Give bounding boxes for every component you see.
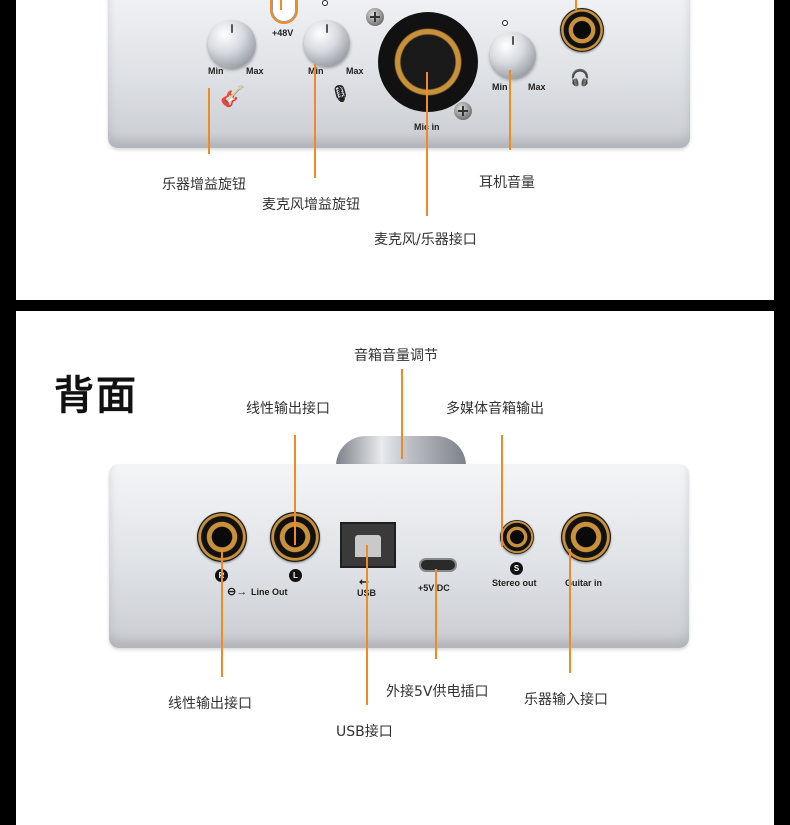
phantom-pointer (280, 0, 282, 10)
mic-gain-pointer (314, 64, 316, 178)
stereo-badge: S (510, 562, 523, 575)
line-out-label: Line Out (251, 587, 288, 597)
line-out-bottom-caption: 线性输出接口 (168, 696, 252, 712)
mic-gain-caption: 麦克风增益旋钮 (262, 197, 360, 213)
headphone-volume-pointer (509, 70, 511, 150)
left-channel-badge: L (289, 569, 302, 582)
multimedia-out-pointer (501, 435, 503, 547)
line-out-top-pointer (294, 435, 296, 545)
mic-gain-indicator-led (322, 0, 328, 6)
mic-instrument-combo-jack[interactable] (378, 12, 478, 112)
mic-gain-knob[interactable] (304, 20, 350, 66)
back-panel-section: 背面 音箱音量调节 线性输出接口 多媒体音箱输出 R L ⊖→ Line Out… (16, 311, 774, 825)
phantom-power-label: +48V (272, 28, 294, 38)
speaker-volume-caption: 音箱音量调节 (354, 348, 438, 364)
instrument-input-caption: 乐器输入接口 (524, 692, 608, 708)
guitar-icon: 🎸 (220, 86, 245, 108)
instrument-knob-min-label: Min (208, 66, 224, 76)
device-back-view: R L ⊖→ Line Out ⭠ USB +5V DC S Stereo ou… (109, 464, 689, 648)
back-section-title: 背面 (54, 373, 138, 419)
usb-port-caption: USB接口 (336, 724, 393, 740)
dc-power-port[interactable] (419, 558, 457, 572)
dc-power-pointer (435, 569, 437, 659)
stereo-out-jack[interactable] (500, 520, 534, 554)
dc-power-caption: 外接5V供电插口 (386, 684, 489, 700)
mic-knob-max-label: Max (346, 66, 364, 76)
microphone-icon: 🎙 (330, 86, 351, 103)
device-front-view: Min Max 🎸 +48V Min Max 🎙 Mic in Min Max … (108, 0, 690, 148)
combo-jack-pointer (426, 72, 428, 216)
line-out-top-caption: 线性输出接口 (246, 401, 330, 417)
headphone-knob-min-label: Min (492, 82, 508, 92)
stereo-out-label: Stereo out (492, 578, 537, 588)
instrument-knob-max-label: Max (246, 66, 264, 76)
phantom-power-highlight (270, 0, 298, 24)
instrument-gain-knob[interactable] (208, 20, 256, 68)
headphone-indicator-led (502, 20, 508, 26)
headphone-icon: 🎧 (570, 70, 590, 87)
headphone-volume-caption: 耳机音量 (479, 175, 535, 191)
bottom-screw-icon (454, 102, 472, 120)
usb-b-port[interactable] (340, 522, 396, 568)
guitar-in-label: Guitar in (565, 578, 603, 588)
combo-jack-caption: 麦克风/乐器接口 (374, 232, 477, 248)
usb-pointer (366, 545, 368, 705)
instrument-input-pointer (569, 549, 571, 673)
multimedia-out-caption: 多媒体音箱输出 (446, 401, 544, 417)
instrument-gain-caption: 乐器增益旋钮 (162, 177, 246, 193)
speaker-volume-pointer (401, 369, 403, 459)
headphone-volume-knob[interactable] (490, 32, 536, 78)
headphone-jack[interactable] (560, 8, 604, 52)
line-out-icon: ⊖→ (227, 586, 248, 598)
instrument-gain-pointer (208, 88, 210, 154)
headphone-knob-max-label: Max (528, 82, 546, 92)
usb-symbol-icon: ⭠ (359, 574, 369, 588)
headphone-jack-pointer (575, 0, 577, 10)
front-panel-section: Min Max 🎸 +48V Min Max 🎙 Mic in Min Max … (16, 0, 774, 300)
dc-label: +5V DC (418, 583, 450, 593)
line-out-bottom-pointer (221, 549, 223, 677)
top-screw-icon (366, 8, 384, 26)
